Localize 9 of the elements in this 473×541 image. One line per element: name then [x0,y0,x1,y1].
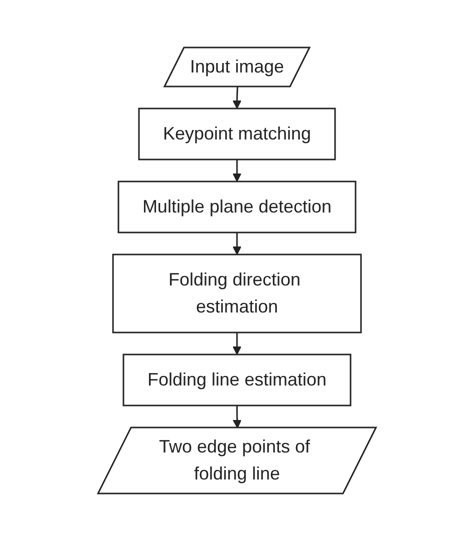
node-box: Folding line estimation [122,354,351,406]
node-box: Keypoint matching [138,108,336,160]
arrow [232,406,242,428]
arrow [232,332,241,355]
arrow [232,160,241,182]
node-box: Folding direction estimation [112,254,362,334]
node-box: Multiple plane detection [117,180,356,234]
arrow [232,232,241,255]
arrow [232,86,241,109]
